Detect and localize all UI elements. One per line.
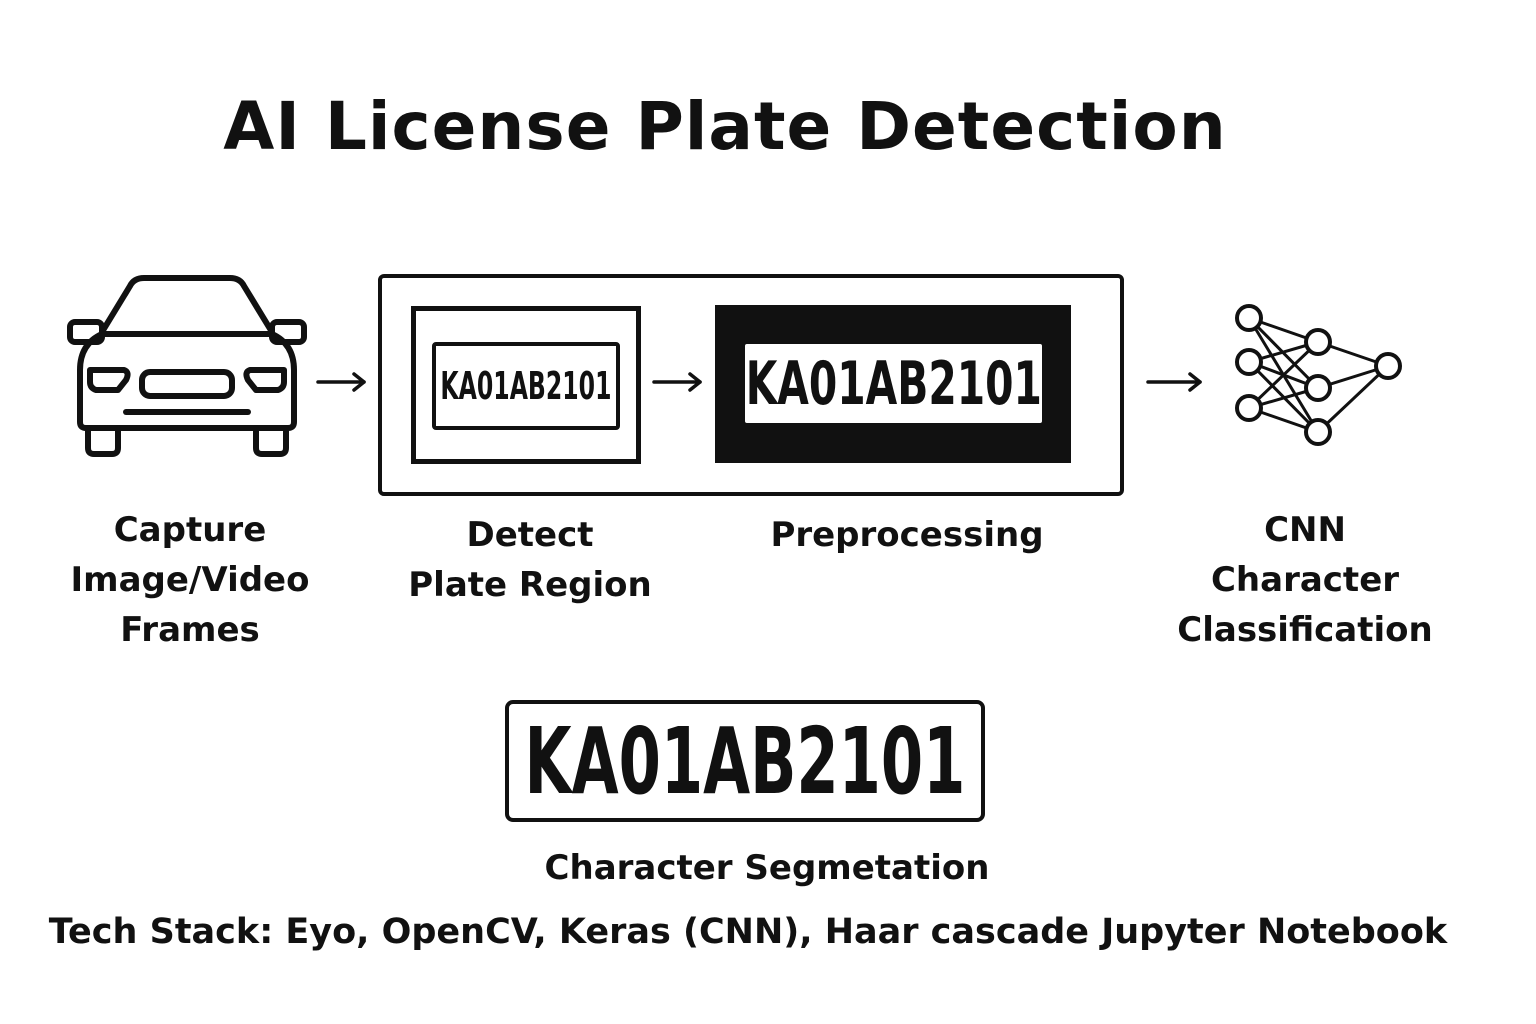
segmented-plate: KA01AB2101	[505, 700, 985, 822]
detect-label: Detect Plate Region	[380, 510, 680, 610]
classify-label-line: CNN	[1264, 510, 1346, 550]
plate-number: KA01AB2101	[745, 348, 1042, 419]
capture-label-line: Frames	[120, 610, 260, 650]
classify-label-line: Classification	[1177, 610, 1433, 650]
classify-label-line: Character	[1210, 560, 1400, 600]
detect-label-line: Plate Region	[408, 565, 652, 605]
detect-label-line: Detect	[466, 515, 594, 555]
arrow-icon	[316, 372, 366, 392]
arrow-icon	[652, 372, 702, 392]
segment-label: Character Segmetation	[544, 848, 990, 888]
car-icon	[67, 275, 307, 457]
capture-label-line: Image/Video	[70, 560, 310, 600]
capture-label-line: Capture	[113, 510, 267, 550]
preprocess-label: Preprocessing	[757, 510, 1057, 560]
preprocessed-plate: KA01AB2101	[745, 344, 1042, 423]
page-title: AI License Plate Detection	[223, 88, 1227, 165]
detection-stage-group	[378, 274, 1124, 496]
classify-label: CNN Character Classification	[1155, 505, 1455, 655]
arrow-icon	[1146, 372, 1202, 392]
detected-plate: KA01AB2101	[432, 342, 620, 430]
tech-stack: Tech Stack: Eyo, OpenCV, Keras (CNN), Ha…	[48, 912, 1448, 952]
detect-frame	[411, 306, 641, 464]
preprocess-label-line: Preprocessing	[770, 515, 1044, 555]
plate-number: KA01AB2101	[440, 364, 612, 408]
neural-network-icon	[1235, 304, 1402, 446]
plate-number: KA01AB2101	[524, 707, 966, 815]
capture-label: Capture Image/Video Frames	[40, 505, 340, 655]
